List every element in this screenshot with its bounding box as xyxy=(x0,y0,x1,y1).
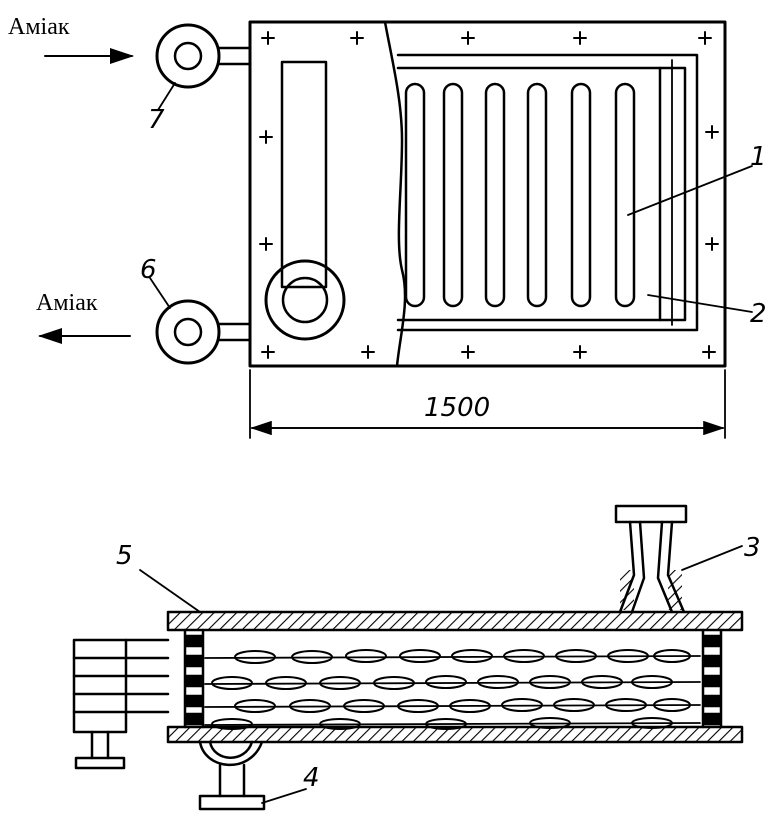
side-header xyxy=(72,638,170,770)
flange-6 xyxy=(155,299,252,365)
flange-7 xyxy=(155,23,252,89)
leader-1 xyxy=(627,165,753,216)
tube-slots xyxy=(404,82,636,308)
tube-sections xyxy=(211,649,691,730)
plan-view xyxy=(38,20,753,439)
nozzle-3 xyxy=(614,504,688,614)
callout-4: 4 xyxy=(303,763,320,793)
top-plate xyxy=(166,610,744,632)
callout-1: 1 xyxy=(750,142,767,172)
outlet-port-inner xyxy=(281,276,329,324)
callout-6: 6 xyxy=(140,255,157,285)
inner-panel xyxy=(396,53,699,332)
dimension-label: 1500 xyxy=(424,393,490,423)
leader-7 xyxy=(157,82,176,111)
leader-3 xyxy=(681,545,743,571)
callout-3: 3 xyxy=(744,533,761,563)
left-baffle xyxy=(183,628,205,729)
callout-5: 5 xyxy=(116,541,133,571)
inlet-collector xyxy=(280,60,328,289)
outer-frame xyxy=(248,20,727,368)
leader-4 xyxy=(261,788,307,804)
section-view xyxy=(72,504,744,811)
tube-rows xyxy=(204,655,701,726)
nozzle-4 xyxy=(198,740,266,811)
callout-2: 2 xyxy=(750,299,767,329)
leader-2 xyxy=(647,294,753,313)
dimension-line xyxy=(249,369,726,439)
cutaway-edge xyxy=(383,20,407,368)
bottom-plate xyxy=(166,725,744,744)
bolt-marks xyxy=(259,31,719,359)
leader-6 xyxy=(149,277,171,309)
ammonia-inlet-label: Аміак xyxy=(8,14,70,40)
right-baffle xyxy=(701,628,723,729)
callout-7: 7 xyxy=(148,105,165,135)
leader-5 xyxy=(139,569,201,613)
ammonia-outlet-label: Аміак xyxy=(36,290,98,316)
outlet-port-outer xyxy=(264,259,346,341)
